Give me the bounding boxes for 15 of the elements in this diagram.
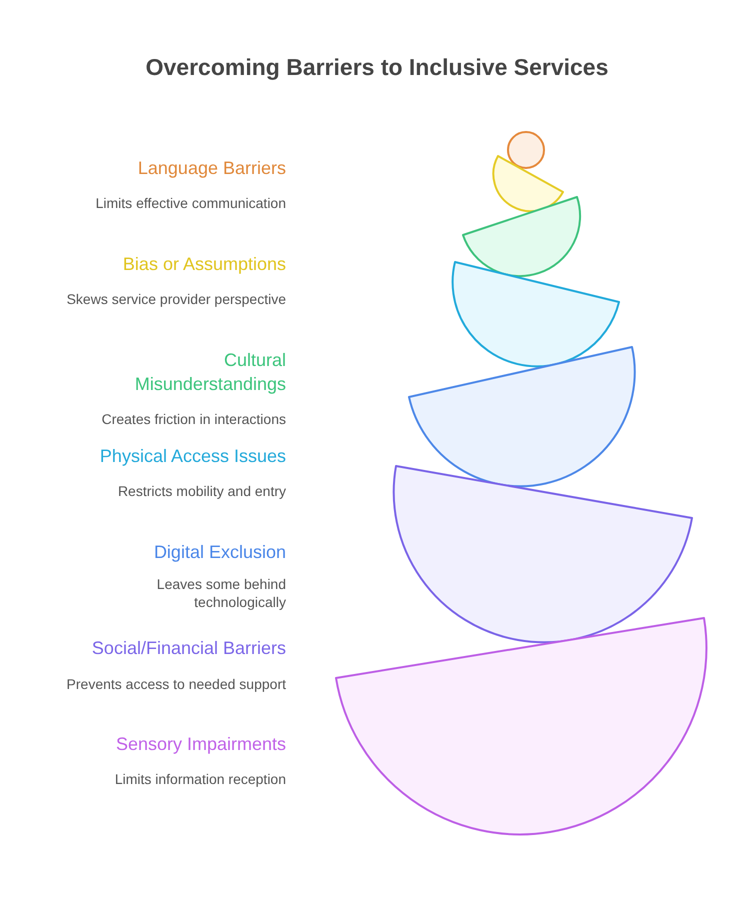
barrier-description: Limits information reception bbox=[114, 770, 286, 788]
barrier-heading: Bias or Assumptions bbox=[122, 253, 286, 276]
diagram-title: Overcoming Barriers to Inclusive Services bbox=[146, 53, 608, 82]
barrier-heading: Digital Exclusion bbox=[152, 541, 286, 564]
barrier-heading: Physical Access Issues bbox=[98, 445, 286, 468]
barrier-heading: Language Barriers bbox=[136, 157, 286, 180]
barrier-description: Leaves some behind technologically bbox=[156, 575, 286, 611]
barrier-description: Prevents access to needed support bbox=[66, 675, 286, 693]
barrier-description: Limits effective communication bbox=[94, 194, 286, 212]
barrier-heading: Social/Financial Barriers bbox=[90, 637, 286, 660]
barrier-description: Skews service provider perspective bbox=[66, 290, 286, 308]
barrier-heading: Cultural Misunderstandings bbox=[134, 349, 286, 396]
barrier-heading: Sensory Impairments bbox=[114, 733, 286, 756]
barrier-description: Restricts mobility and entry bbox=[116, 482, 286, 500]
barrier-description: Creates friction in interactions bbox=[100, 410, 286, 428]
